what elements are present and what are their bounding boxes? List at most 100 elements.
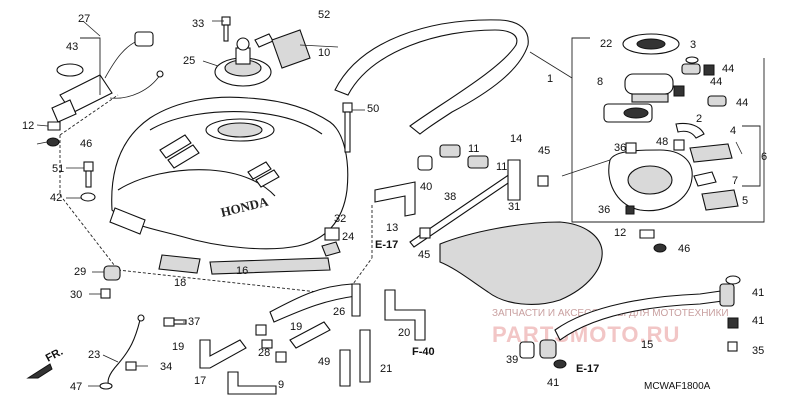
rubber-strip-16	[209, 257, 331, 275]
callout-45: 45	[418, 249, 430, 261]
tank-assembly-outline	[59, 94, 373, 296]
callout-35: 35	[752, 345, 764, 357]
callout-24: 24	[342, 231, 354, 243]
fuel-feed-hose	[554, 283, 735, 341]
callout-21: 21	[380, 363, 392, 375]
bolt-51	[83, 161, 94, 188]
callout-34: 34	[160, 361, 172, 373]
callout-11: 11	[468, 143, 479, 155]
clip-12	[47, 121, 61, 131]
quick-connector-39	[519, 341, 535, 359]
callout-9: 9	[278, 379, 284, 391]
collar-40	[417, 155, 433, 171]
hose-band-44a	[681, 63, 701, 75]
pressure-regulator-4	[689, 143, 733, 163]
fuel-pump-box	[571, 37, 765, 223]
fuel-level-sender	[51, 31, 164, 123]
callout-25: 25	[183, 55, 195, 67]
drain-strip	[334, 19, 529, 135]
callout-42: 42	[50, 192, 62, 204]
bracket-6	[742, 125, 761, 187]
bolt-37	[163, 317, 187, 327]
callout-29: 29	[74, 266, 86, 278]
bushing-11b	[467, 155, 489, 169]
bracket-14	[507, 159, 521, 201]
callout-18: 18	[174, 277, 186, 289]
bolt-35	[727, 341, 738, 352]
callout-17: 17	[194, 375, 206, 387]
hose-21	[359, 329, 371, 383]
callout-5: 5	[742, 195, 748, 207]
callout-37: 37	[188, 316, 200, 328]
callout-1: 1	[547, 73, 553, 85]
front-direction-arrow: FR.	[26, 346, 65, 379]
bolt-34	[125, 361, 137, 371]
callout-40: 40	[420, 181, 432, 193]
nut-45b	[419, 227, 431, 239]
tank-tray-31	[439, 221, 603, 305]
callout-7: 7	[732, 175, 738, 187]
callout-3: 3	[690, 39, 696, 51]
washer-47	[99, 382, 113, 390]
callout-14: 14	[510, 133, 522, 145]
callout-52: 52	[318, 9, 330, 21]
grommet-46b	[653, 243, 667, 253]
clip-36b	[625, 205, 635, 215]
direction-label: FR.	[44, 346, 65, 365]
leader-lines	[36, 20, 743, 387]
hose-20	[384, 289, 426, 341]
clip-28	[255, 324, 273, 349]
pump-gasket-22	[622, 33, 680, 55]
callout-13: 13	[386, 222, 398, 234]
callout-numbers: 2743335210255012465142293037233447181632…	[22, 9, 767, 393]
callout-45: 45	[538, 145, 550, 157]
bracket-27	[80, 37, 101, 95]
callout-41: 41	[547, 377, 559, 389]
hose-49	[289, 321, 351, 387]
clip-12b	[639, 229, 655, 239]
fuel-filter	[603, 103, 653, 123]
hose-2	[675, 122, 705, 139]
cushion-32	[324, 227, 340, 241]
rubber-pad-18	[158, 254, 201, 274]
fuel-tank: HONDA	[109, 96, 349, 250]
callout-16: 16	[236, 265, 248, 277]
nut-44a	[703, 64, 715, 76]
callout-44: 44	[710, 76, 722, 88]
callout-44: 44	[736, 97, 748, 109]
callout-33: 33	[192, 18, 204, 30]
clip-9	[275, 351, 287, 363]
nut-41c	[727, 317, 739, 329]
callout-50: 50	[367, 103, 379, 115]
hose-26	[351, 283, 361, 317]
callout-6: 6	[761, 151, 767, 163]
callout-38: 38	[444, 191, 456, 203]
bushing-11a	[439, 144, 461, 158]
callout-28: 28	[258, 347, 270, 359]
callout-30: 30	[70, 289, 82, 301]
grommet-46	[46, 137, 60, 147]
callout-47: 47	[70, 381, 82, 393]
sensor-7	[693, 171, 717, 187]
callout-27: 27	[78, 13, 90, 25]
callout-31: 31	[508, 201, 520, 213]
callout-19: 19	[290, 321, 302, 333]
callout-11: 11	[496, 161, 507, 173]
callout-26: 26	[333, 306, 345, 318]
callout-36: 36	[614, 142, 626, 154]
callout-36: 36	[598, 204, 610, 216]
pump-base-assembly	[608, 149, 693, 212]
callout-46: 46	[678, 243, 690, 255]
clip-36a	[625, 142, 637, 154]
fuel-cap-assembly	[214, 33, 274, 87]
callout-22: 22	[600, 38, 612, 50]
ref-label-f40: F-40	[412, 346, 435, 358]
callout-2: 2	[696, 113, 702, 125]
callout-15: 15	[641, 339, 653, 351]
callout-51: 51	[52, 163, 64, 175]
fuel-pump-8	[624, 73, 674, 103]
callout-41: 41	[752, 315, 764, 327]
washer-42	[80, 192, 96, 202]
float-5	[701, 189, 739, 211]
callout-39: 39	[506, 354, 518, 366]
